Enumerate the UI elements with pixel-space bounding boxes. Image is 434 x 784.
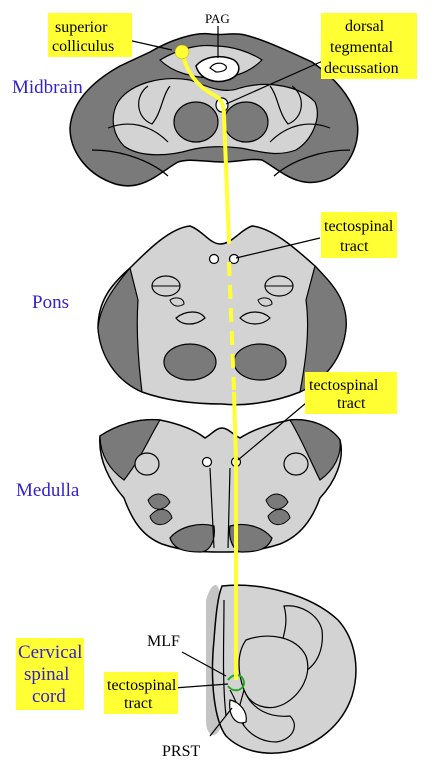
leader-tect-medulla: [237, 397, 313, 461]
highlight-cervical-spinal-cord: [16, 638, 84, 710]
tectospinal-tract-path: [174, 44, 238, 680]
highlight-tect-cord: [104, 672, 178, 714]
medulla-midline-left: [209, 467, 215, 549]
region-spinal-3: cord: [32, 686, 66, 707]
leader-tect-pons: [235, 237, 321, 259]
label-prst: PRST: [162, 743, 200, 760]
leader-lines: [127, 26, 326, 737]
highlight-superior-colliculus: [48, 13, 132, 57]
medulla-nucleus-left: [134, 452, 160, 476]
cord-central-line: [222, 599, 227, 717]
region-pons: Pons: [32, 292, 69, 313]
medulla-mlf-left: [201, 456, 213, 468]
pons-section: [97, 225, 347, 406]
olive-left: [147, 493, 173, 525]
tract-midbrain-segment: [180, 50, 231, 244]
pons-tract-left: [175, 311, 206, 325]
pons-lateral-dark-left: [97, 266, 143, 393]
tract-medulla-segment: [232, 391, 238, 680]
leader-tect-cord: [173, 683, 229, 689]
label-pag: PAG: [205, 11, 230, 26]
highlight-tect-pons: [321, 212, 397, 258]
highlight-dorsal-tegmental: [321, 13, 417, 79]
pons-tectospinal-marker: [228, 253, 240, 265]
region-midbrain: Midbrain: [12, 77, 83, 98]
pyramid-right: [229, 523, 273, 553]
label-dtd-2: tegmental: [330, 39, 394, 56]
medulla-nucleus-right: [283, 452, 309, 476]
pons-spot-left: [169, 297, 185, 307]
lemniscus-left: [138, 85, 171, 125]
label-tect-pons-1: tectospinal: [324, 218, 394, 235]
label-superior-colliculus-1: superior: [55, 19, 108, 36]
pons-spot-right: [257, 297, 273, 307]
region-spinal-2: spinal: [24, 664, 69, 685]
tract-origin-dot: [174, 44, 190, 60]
label-mlf: MLF: [147, 633, 180, 650]
label-tect-cord-2: tract: [124, 695, 153, 712]
pontine-base-left: [163, 343, 217, 381]
leader-prst: [209, 707, 233, 737]
red-nucleus-right: [223, 101, 269, 143]
medulla-section: [99, 418, 342, 553]
label-dtd-3: decussation: [324, 60, 399, 77]
aqueduct: [209, 62, 227, 73]
ventral-horn: [237, 688, 295, 743]
label-tect-cord-1: tectospinal: [107, 677, 177, 694]
region-medulla: Medulla: [16, 480, 80, 501]
label-tect-pons-2: tract: [340, 238, 369, 255]
label-tect-med-1: tectospinal: [309, 377, 379, 394]
leader-dorsal-tegmental: [225, 59, 326, 105]
pons-mlf-left: [208, 253, 220, 265]
spinal-cord-section: [206, 584, 357, 754]
substantia-nigra-left: [107, 123, 169, 143]
label-tect-med-2: tract: [337, 395, 366, 412]
pontine-base-right: [233, 343, 287, 381]
region-spinal-1: Cervical: [18, 642, 82, 663]
highlight-tect-medulla: [305, 372, 397, 414]
leader-superior-colliculus: [127, 39, 173, 51]
label-superior-colliculus-2: colliculus: [52, 38, 114, 55]
peduncle-right: [273, 149, 351, 177]
peduncle-left: [91, 149, 169, 177]
substantia-nigra-right: [269, 123, 331, 143]
midbrain-section: [69, 32, 359, 187]
medulla-dark-left: [99, 419, 162, 481]
leader-mlf: [181, 651, 227, 677]
pons-tract-right: [239, 311, 271, 325]
mlf-ring: [227, 674, 246, 692]
medulla-dark-right: [288, 419, 341, 481]
label-dtd-1: dorsal: [345, 18, 385, 35]
olive-right: [265, 493, 291, 525]
prst-region: [229, 699, 247, 724]
red-nucleus-left: [173, 101, 219, 143]
medulla-midline-right: [227, 467, 231, 549]
pyramid-left: [169, 523, 215, 553]
lemniscus-right: [269, 85, 302, 125]
